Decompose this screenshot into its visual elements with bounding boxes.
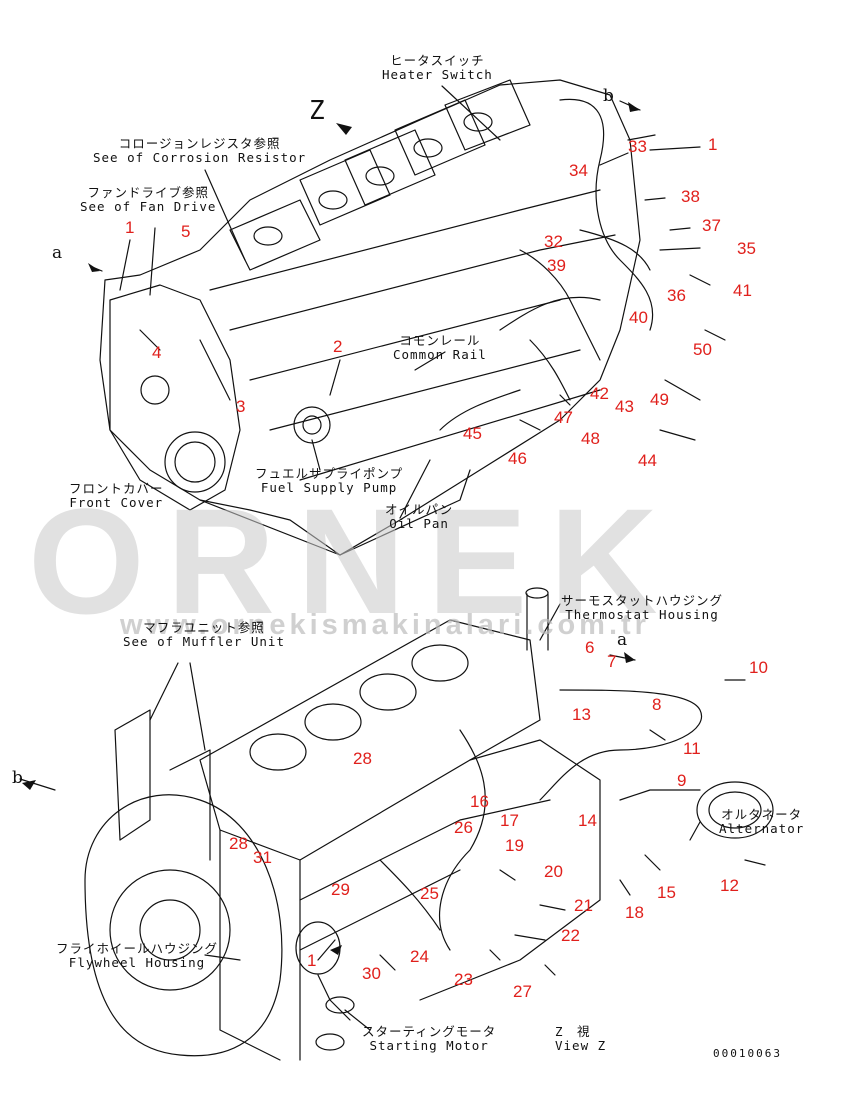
callout-number: 12 (720, 876, 739, 895)
callout-number: 11 (683, 739, 701, 758)
callout-number: 10 (749, 658, 768, 677)
callout-number: 47 (554, 408, 573, 427)
callout-number: 17 (500, 811, 519, 830)
callout-number: 9 (677, 771, 687, 790)
callout-number: 20 (544, 862, 563, 881)
callout-number: 31 (253, 848, 272, 867)
callout-number: 26 (454, 818, 473, 837)
callout-number: 24 (410, 947, 429, 966)
label-corrosion-resistor: コロージョンレジスタ参照 See of Corrosion Resistor (93, 136, 307, 165)
callout-number: 21 (574, 896, 593, 915)
connector-letter-b-top: b (603, 86, 614, 106)
callout-number: 22 (561, 926, 580, 945)
callout-number: 34 (569, 161, 588, 180)
callout-number: 35 (737, 239, 756, 258)
callout-number: 37 (702, 216, 721, 235)
callout-number: 38 (681, 187, 700, 206)
callout-number: 1 (307, 951, 317, 970)
callout-number: 3 (236, 397, 246, 416)
callout-number: 14 (578, 811, 597, 830)
label-fuel-supply-pump: フュエルサプライポンプ Fuel Supply Pump (255, 466, 404, 495)
callout-number: 23 (454, 970, 473, 989)
callout-number: 48 (581, 429, 600, 448)
callout-number: 18 (625, 903, 644, 922)
callout-number: 1 (708, 135, 718, 154)
connector-letter-b-bottom: b (12, 768, 23, 788)
callout-number: 25 (420, 884, 439, 903)
callout-number: 41 (733, 281, 752, 300)
callout-number: 2 (333, 337, 343, 356)
label-flywheel-housing: フライホイールハウジング Flywheel Housing (56, 941, 219, 970)
label-heater-switch: ヒータスイッチ Heater Switch (382, 53, 493, 82)
callout-number: 30 (362, 964, 381, 983)
watermark-brand: ORNEK (28, 477, 680, 645)
callout-number: 6 (585, 638, 595, 657)
callout-number: 46 (508, 449, 527, 468)
callout-number: 49 (650, 390, 669, 409)
watermark-url: www.ornekismakinalari.com.tr (120, 609, 650, 641)
callout-number: 40 (629, 308, 648, 327)
label-front-cover: フロントカバー Front Cover (69, 481, 164, 510)
callout-number: 28 (353, 749, 372, 768)
callout-number: 16 (470, 792, 489, 811)
callout-number: 1 (125, 218, 135, 237)
connector-letter-a-top: a (52, 243, 63, 263)
label-alternator: オルタネータ Alternator (719, 807, 805, 836)
label-muffler-unit: マフラユニット参照 See of Muffler Unit (123, 620, 285, 649)
view-letter-z: Z (309, 96, 325, 126)
callout-number: 42 (590, 384, 609, 403)
label-view-z: Z 視 View Z (555, 1024, 607, 1053)
label-starting-motor: スターティングモータ Starting Motor (362, 1024, 497, 1053)
callout-number: 50 (693, 340, 712, 359)
callout-number: 28 (229, 834, 248, 853)
callout-number: 39 (547, 256, 566, 275)
label-fan-drive: ファンドライブ参照 See of Fan Drive (80, 185, 217, 214)
callout-number: 36 (667, 286, 686, 305)
callout-number: 5 (181, 222, 191, 241)
label-thermostat-housing: サーモスタットハウジング Thermostat Housing (561, 593, 724, 622)
label-oil-pan: オイルパン Oil Pan (385, 502, 454, 531)
label-common-rail: コモンレール Common Rail (393, 333, 487, 362)
callout-number: 4 (152, 343, 162, 362)
drawing-code: 00010063 (713, 1047, 782, 1060)
callout-number: 45 (463, 424, 482, 443)
connector-letter-a-bottom: a (617, 630, 628, 650)
callout-number: 33 (628, 137, 647, 156)
callout-number: 13 (572, 705, 591, 724)
callout-number: 29 (331, 880, 350, 899)
callout-number: 44 (638, 451, 657, 470)
callout-number: 27 (513, 982, 532, 1001)
callout-number: 32 (544, 232, 563, 251)
callout-number: 8 (652, 695, 662, 714)
callout-number: 15 (657, 883, 676, 902)
callout-number: 7 (607, 652, 617, 671)
callout-number: 43 (615, 397, 634, 416)
callout-number: 19 (505, 836, 524, 855)
